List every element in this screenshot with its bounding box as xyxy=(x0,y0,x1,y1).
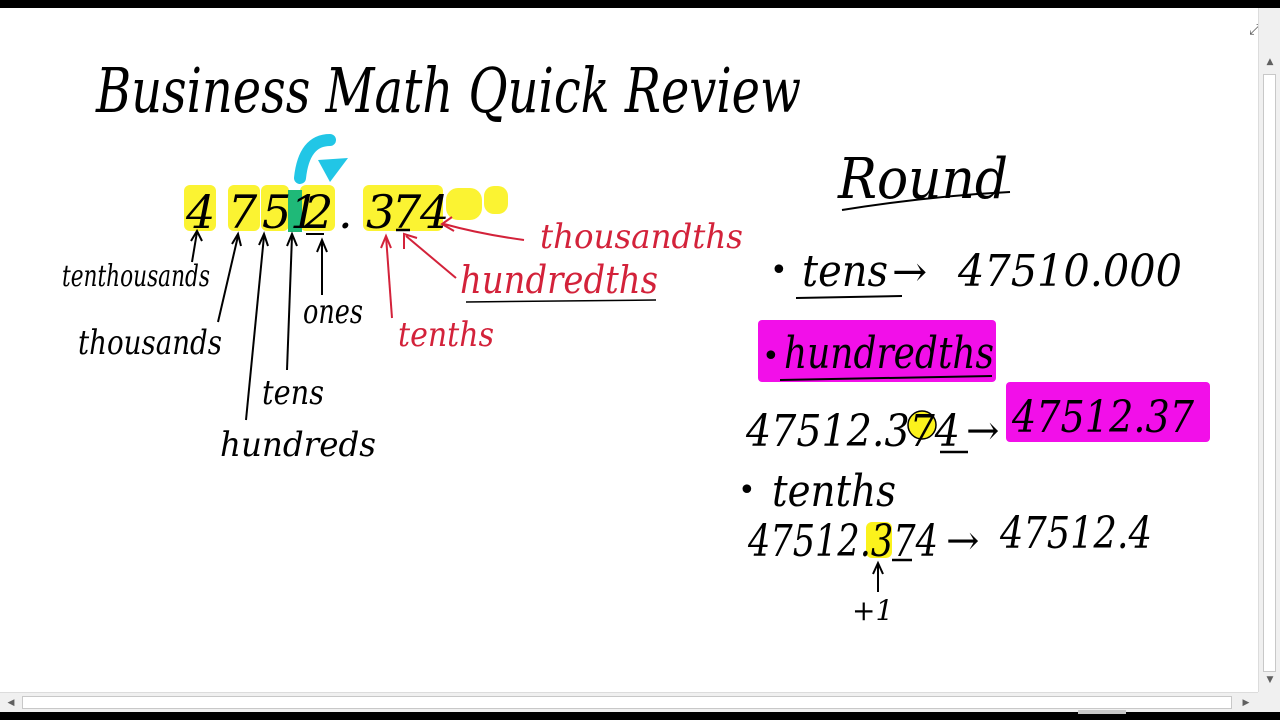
number-digits: 4 7 5 1 2 . 3 7 4 xyxy=(185,185,449,239)
place-labels: tenthousands thousands hundreds tens one… xyxy=(62,217,743,465)
svg-text:5: 5 xyxy=(262,185,291,239)
svg-text:→: → xyxy=(966,408,1000,454)
label-ten-thousands: tenthousands xyxy=(62,259,210,294)
handwritten-note: Business Math Quick Review 4 7 5 1 2 . 3… xyxy=(62,54,1210,627)
horizontal-scrollbar[interactable]: ◀ ▶ xyxy=(0,692,1258,712)
bottom-bar xyxy=(0,712,1280,720)
svg-text:→: → xyxy=(892,247,927,296)
svg-text:2: 2 xyxy=(303,185,333,239)
label-ones: ones xyxy=(303,292,363,332)
triangle-left-icon[interactable]: ◀ xyxy=(7,698,15,708)
decimal-place-arrows xyxy=(380,216,525,319)
svg-text:•: • xyxy=(762,339,780,374)
hundredths-result: 47512.37 xyxy=(1011,392,1194,443)
svg-text:•: • xyxy=(770,253,788,288)
digit-highlights xyxy=(184,185,508,231)
scrollbar-corner xyxy=(1258,692,1280,712)
svg-text:1: 1 xyxy=(290,185,319,239)
round-item-hundredths: • hundredths xyxy=(762,328,994,379)
round-item-tenths-calc: 47512.374 → 47512.4 xyxy=(747,508,1152,567)
vertical-scrollbar[interactable]: ▲ ▼ xyxy=(1258,8,1280,692)
label-tenths: tenths xyxy=(398,315,494,355)
label-hundredths: hundredths xyxy=(460,258,658,302)
resize-handle[interactable] xyxy=(1078,710,1126,714)
svg-text:•: • xyxy=(738,473,756,508)
triangle-up-icon[interactable]: ▲ xyxy=(1266,57,1274,67)
label-thousands: thousands xyxy=(78,323,222,363)
plus-one-note: +1 xyxy=(852,594,893,627)
tenths-digit-highlight xyxy=(866,522,892,558)
label-tens: tens xyxy=(262,373,324,413)
hundredths-result-highlight xyxy=(1006,382,1210,442)
round-item-hundredths-calc: 47512.374 → xyxy=(745,406,999,457)
svg-text:→: → xyxy=(946,518,980,564)
svg-text:7: 7 xyxy=(228,185,258,239)
svg-text:3: 3 xyxy=(366,185,395,239)
page-title: Business Math Quick Review xyxy=(95,54,801,127)
curved-arrow-icon xyxy=(294,134,336,184)
svg-text:47512.374: 47512.374 xyxy=(747,516,938,567)
place-value-arrows xyxy=(190,228,328,421)
svg-text:4: 4 xyxy=(419,185,449,239)
ones-highlight xyxy=(288,190,302,232)
svg-text:tens: tens xyxy=(802,246,888,297)
svg-text:47512.374: 47512.374 xyxy=(745,406,960,457)
cyan-arrowhead xyxy=(318,158,348,182)
round-heading: Round xyxy=(837,147,1008,212)
svg-text:47510.000: 47510.000 xyxy=(957,246,1182,297)
triangle-right-icon[interactable]: ▶ xyxy=(1242,698,1250,708)
label-hundreds: hundreds xyxy=(220,425,376,465)
hundredths-highlight xyxy=(758,320,996,382)
svg-text:tenths: tenths xyxy=(772,466,896,517)
horizontal-scroll-thumb[interactable] xyxy=(22,696,1232,709)
svg-text:hundredths: hundredths xyxy=(784,328,994,379)
digit-circle-highlight xyxy=(907,410,937,440)
svg-text:.: . xyxy=(338,185,353,239)
triangle-down-icon[interactable]: ▼ xyxy=(1266,675,1274,685)
svg-text:47512.4: 47512.4 xyxy=(999,508,1152,559)
plus-one-arrow xyxy=(872,560,884,592)
vertical-scroll-thumb[interactable] xyxy=(1263,74,1276,672)
note-canvas[interactable]: Business Math Quick Review 4 7 5 1 2 . 3… xyxy=(0,8,1258,692)
round-item-tens: • tens → 47510.000 xyxy=(770,246,1182,297)
svg-text:4: 4 xyxy=(185,185,215,239)
label-thousandths: thousandths xyxy=(540,217,743,257)
round-item-tenths: • tenths xyxy=(738,466,896,517)
expand-diagonal-icon[interactable]: ⤢ xyxy=(1248,20,1261,38)
